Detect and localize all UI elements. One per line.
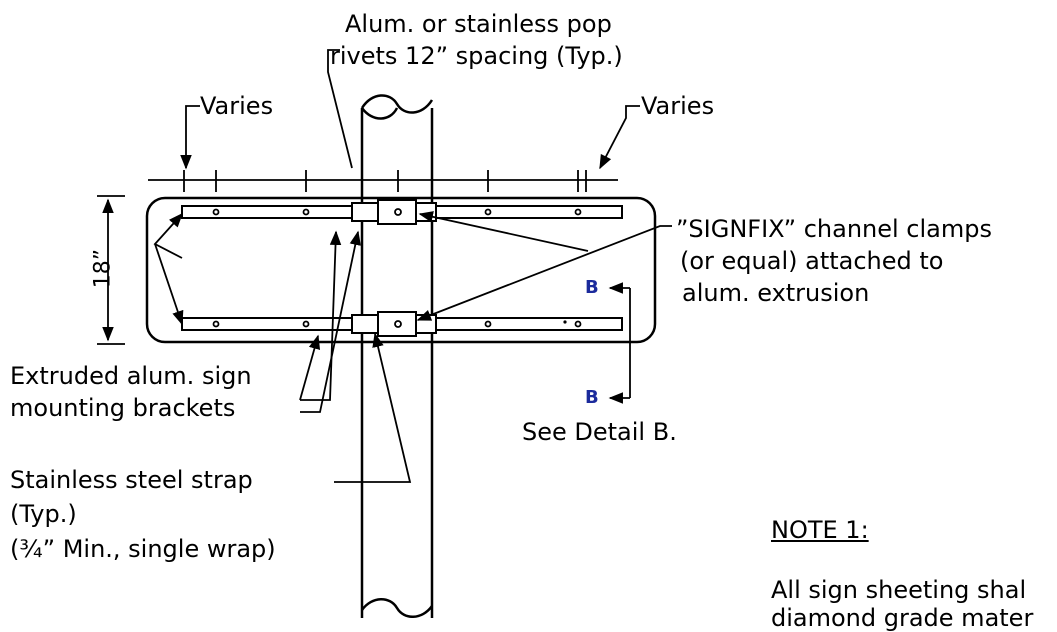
- rivets-note-line2: rivets 12” spacing (Typ.): [330, 42, 623, 70]
- clamps-note-line1: ”SIGNFIX” channel clamps: [676, 215, 992, 243]
- clamps-note-line2: (or equal) attached to: [680, 247, 944, 275]
- strap-leader: [334, 332, 412, 483]
- sign-panel: [145, 196, 657, 344]
- height-dimension: [97, 195, 125, 345]
- strap-note-line3: (¾” Min., single wrap): [10, 535, 276, 563]
- strap-note-line1: Stainless steel strap: [10, 466, 253, 494]
- note-title: NOTE 1:: [771, 516, 869, 544]
- channel-clamps: [351, 199, 437, 337]
- see-detail-label: See Detail B.: [522, 418, 677, 446]
- clamps-note-line3: alum. extrusion: [682, 279, 870, 307]
- note-line1: All sign sheeting shal: [771, 576, 1027, 604]
- varies-right-label: Varies: [641, 92, 715, 120]
- varies-left-label: Varies: [200, 92, 274, 120]
- strap-note-line2: (Typ.): [10, 500, 77, 528]
- section-marker-b-bottom: B: [585, 387, 599, 408]
- brackets-note-line2: mounting brackets: [10, 394, 236, 422]
- brackets-note-line1: Extruded alum. sign: [10, 362, 252, 390]
- varies-leaders: [180, 105, 640, 170]
- rivets: [212, 208, 582, 328]
- height-dimension-label: 18”: [90, 248, 116, 289]
- section-cut-b: [608, 282, 631, 404]
- section-marker-b-top: B: [585, 277, 599, 298]
- rivets-note-line1: Alum. or stainless pop: [345, 10, 612, 38]
- clamp-leaders: [416, 211, 672, 321]
- bracket-leaders: [153, 212, 184, 326]
- extruded-leaders: [299, 230, 361, 413]
- post: [360, 94, 434, 618]
- rivets-leader: [327, 49, 353, 169]
- note-line2: diamond grade mater: [771, 604, 1034, 632]
- top-dimension-chain: [148, 170, 618, 192]
- sign-mounting-diagram: [97, 49, 672, 618]
